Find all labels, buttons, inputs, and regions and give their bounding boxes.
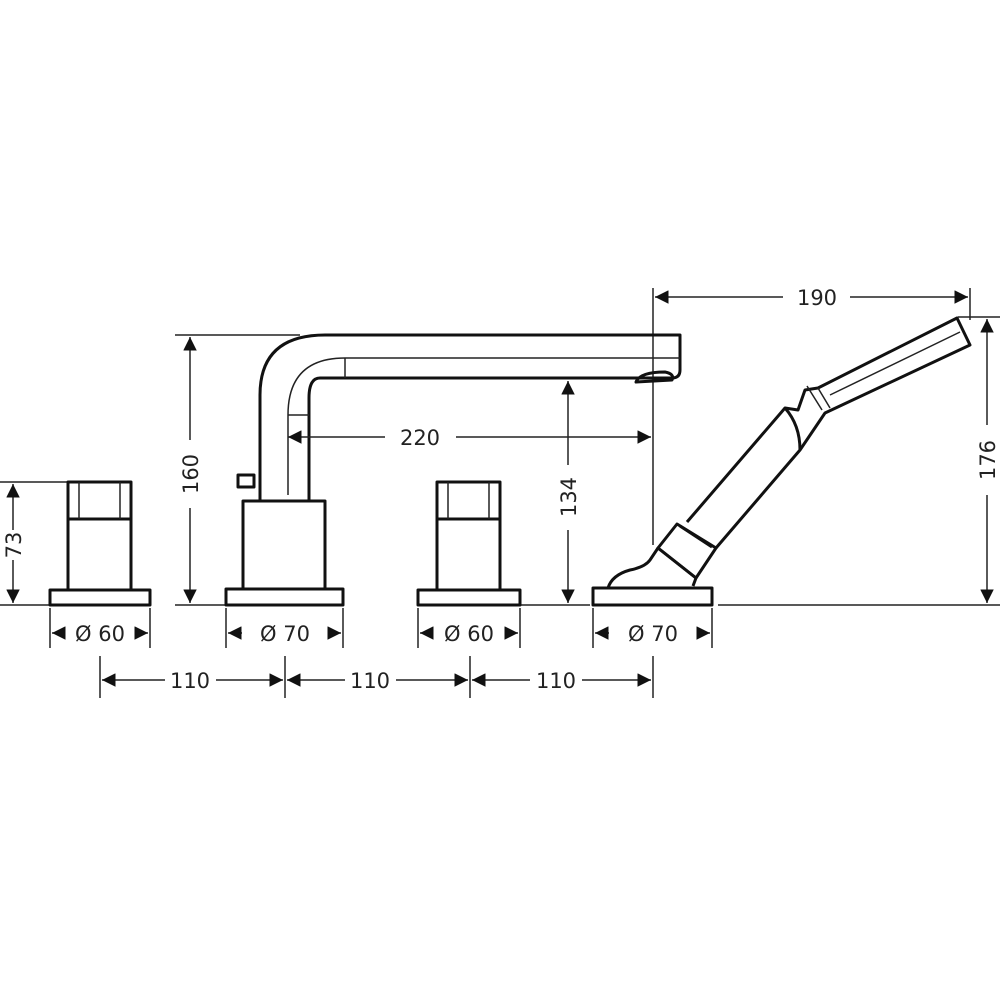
left-handle: [48, 480, 152, 607]
dim-shower-height: 176: [976, 440, 1000, 480]
dim-diam-spout: Ø 70: [260, 622, 310, 646]
dim-outlet-height: 134: [557, 477, 581, 517]
dim-handle-height: 73: [2, 532, 26, 559]
dim-diam-left-handle: Ø 60: [75, 622, 125, 646]
right-handle: [416, 480, 522, 607]
dim-diam-right-handle: Ø 60: [444, 622, 494, 646]
dim-spout-reach: 220: [400, 426, 440, 450]
dim-spacing-1: 110: [170, 669, 210, 693]
dim-spacing-2: 110: [350, 669, 390, 693]
extension-lines: [0, 288, 1000, 698]
dim-spout-height: 160: [179, 454, 203, 494]
hand-shower: [591, 316, 972, 607]
lever-knob: [236, 473, 256, 489]
dim-spacing-3: 110: [536, 669, 576, 693]
spout: [224, 333, 682, 607]
dim-shower-reach: 190: [797, 286, 837, 310]
dim-diam-shower: Ø 70: [628, 622, 678, 646]
dimension-lines: [6, 290, 994, 687]
